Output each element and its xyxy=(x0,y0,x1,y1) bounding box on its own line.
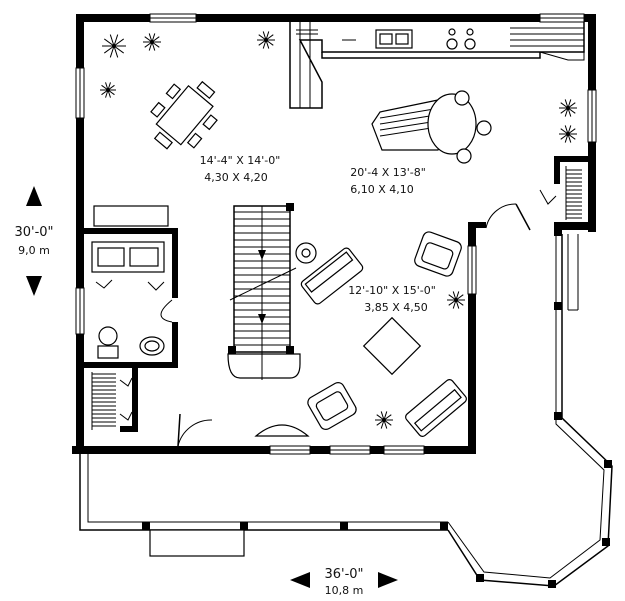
stair-landing xyxy=(227,250,301,380)
dining-table xyxy=(150,80,218,150)
bath-fixtures xyxy=(91,166,582,430)
doors xyxy=(95,189,557,447)
dining-room-metric: 4,30 X 4,20 xyxy=(204,171,268,184)
kitchen-counter xyxy=(289,22,585,109)
kitchen-dims: 20'-4 X 13'-8" xyxy=(350,166,426,179)
overall-width-metric: 10,8 m xyxy=(325,584,364,597)
living-furniture xyxy=(93,205,467,437)
kitchen-island xyxy=(371,90,492,164)
overall-width-imperial: 36'-0" xyxy=(324,567,363,582)
dining-room-dims: 14'-4" X 14'-0" xyxy=(200,154,281,167)
porch-posts xyxy=(72,228,612,588)
living-room-metric: 3,85 X 4,50 xyxy=(364,301,428,314)
overall-depth-metric: 9,0 m xyxy=(18,244,50,257)
triangle-arrow-icon xyxy=(26,186,398,588)
plant-icon xyxy=(100,31,577,429)
overall-depth-imperial: 30'-0" xyxy=(14,225,53,240)
living-room-dims: 12'-10" X 15'-0" xyxy=(348,284,436,297)
kitchen-metric: 6,10 X 4,10 xyxy=(350,183,414,196)
windows xyxy=(75,13,597,455)
